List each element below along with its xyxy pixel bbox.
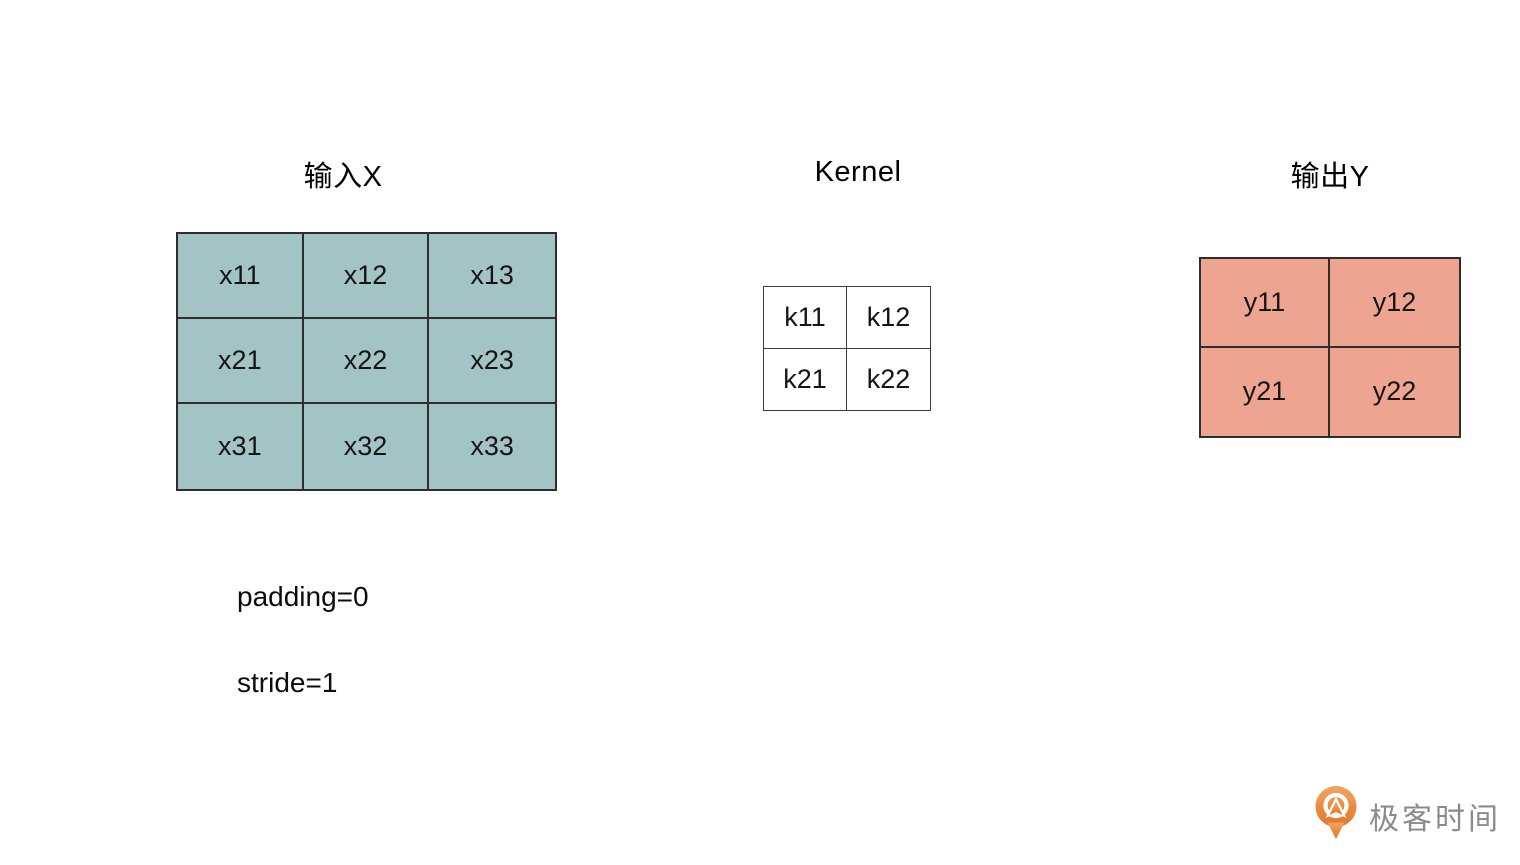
output-matrix: y11 y12 y21 y22: [1199, 257, 1461, 438]
input-cell-x12: x12: [303, 234, 430, 319]
kernel-matrix: k11 k12 k21 k22: [763, 286, 931, 411]
input-matrix: x11 x12 x13 x21 x22 x23 x31 x32 x33: [176, 232, 557, 491]
kernel-cell-k12: k12: [847, 287, 930, 349]
input-cell-x11: x11: [178, 234, 304, 319]
kernel-matrix-title: Kernel: [814, 156, 902, 188]
kernel-cell-k11: k11: [764, 287, 847, 349]
padding-annotation: padding=0: [237, 581, 369, 612]
output-cell-y11: y11: [1201, 259, 1330, 348]
input-cell-x21: x21: [178, 319, 304, 404]
output-cell-y21: y21: [1201, 347, 1330, 436]
kernel-cell-k21: k21: [764, 348, 847, 410]
kernel-cell-k22: k22: [866, 363, 911, 394]
geektime-pin-icon: [1312, 785, 1360, 847]
input-cell-x33: x33: [470, 431, 514, 461]
geektime-logo: 极客时间: [1312, 785, 1501, 847]
output-cell-y12: y12: [1330, 259, 1459, 348]
output-matrix-title: 输出Y: [1290, 161, 1370, 193]
input-cell-x13: x13: [429, 234, 555, 319]
stride-annotation: stride=1: [237, 667, 338, 698]
input-cell-x23: x23: [429, 319, 555, 404]
input-cell-x32: x32: [304, 404, 430, 489]
input-matrix-title: 输入X: [303, 161, 383, 193]
input-cell-x22: x22: [303, 319, 430, 404]
geektime-logo-text: 极客时间: [1369, 803, 1501, 836]
input-cell-x31: x31: [178, 404, 304, 489]
output-cell-y22: y22: [1372, 376, 1417, 407]
